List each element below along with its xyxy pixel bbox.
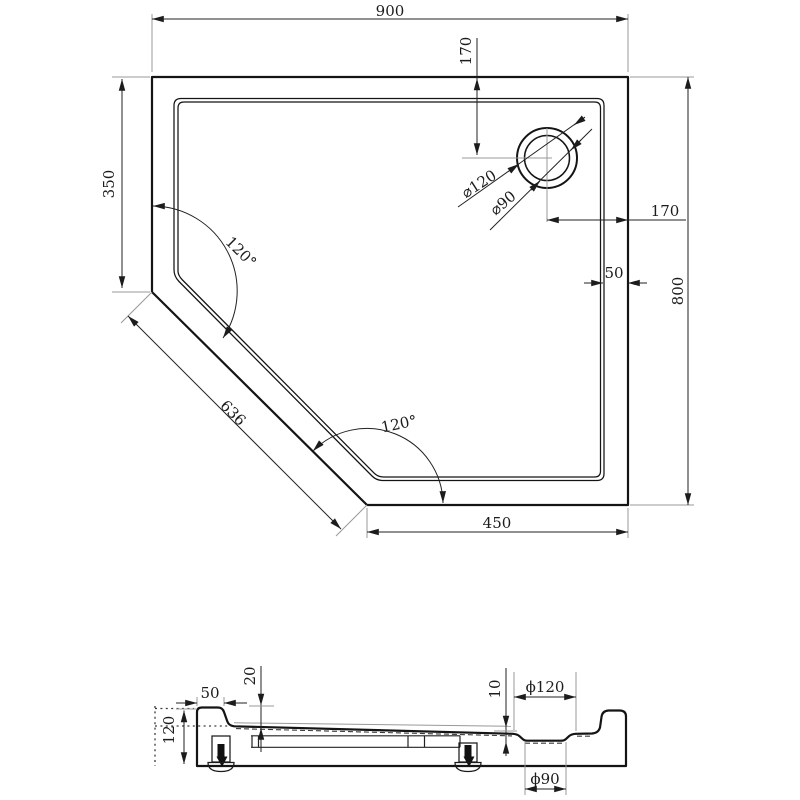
dim-overall-height: 800 bbox=[669, 77, 692, 505]
sec-dim-rim-width: 50 bbox=[176, 684, 247, 707]
sec-dim-total-height: 120 bbox=[160, 708, 197, 764]
tray-outer-outline bbox=[150, 75, 630, 507]
foot-left bbox=[207, 735, 235, 773]
dim-left-edge: 350 bbox=[100, 79, 126, 288]
angle-dim-bottom: 120° bbox=[312, 411, 447, 504]
dim-overall-height-label: 800 bbox=[669, 277, 687, 306]
angle-dim-bottom-label: 120° bbox=[379, 411, 418, 436]
dim-bottom-edge: 450 bbox=[367, 514, 628, 536]
dim-drain-offset-right: 170 bbox=[547, 202, 686, 224]
dim-left-edge-label: 350 bbox=[100, 170, 118, 199]
dim-bottom-edge-label: 450 bbox=[483, 514, 512, 532]
dim-diagonal-edge: 636 bbox=[127, 315, 342, 530]
drain-dia-outer-label: ⌀120 bbox=[458, 166, 499, 202]
section-back-edge-line bbox=[233, 722, 512, 727]
dim-overall-width: 900 bbox=[152, 2, 628, 23]
dim-drain-offset-right-label: 170 bbox=[651, 202, 680, 220]
sec-dim-recess-dia-label: ϕ120 bbox=[526, 678, 565, 696]
sec-dim-waste-dia-label: ϕ90 bbox=[530, 770, 559, 788]
sec-dim-waste-dia: ϕ90 bbox=[524, 742, 567, 795]
section-view: 50 20 120 10 ϕ120 bbox=[154, 666, 628, 795]
dim-drain-offset-top-label: 170 bbox=[457, 37, 475, 66]
floor-texture-dashes bbox=[235, 728, 592, 744]
foot-right bbox=[454, 742, 482, 773]
sec-dim-rim-height: 20 bbox=[241, 666, 274, 752]
top-view: 900 170 170 50 800 350 bbox=[100, 2, 694, 538]
dim-overall-width-label: 900 bbox=[376, 2, 405, 20]
sec-dim-rim-width-label: 50 bbox=[200, 684, 219, 702]
drain-dia-inner-label: ⌀90 bbox=[486, 187, 519, 219]
sec-dim-total-height-label: 120 bbox=[160, 716, 178, 745]
support-frame bbox=[251, 735, 461, 748]
dim-drain-offset-top: 170 bbox=[457, 37, 481, 155]
sec-dim-recess-depth-label: 10 bbox=[486, 679, 504, 698]
dim-diagonal-edge-label: 636 bbox=[217, 397, 250, 430]
dim-rim-width-label: 50 bbox=[604, 264, 623, 282]
section-outline bbox=[195, 706, 628, 768]
angle-dim-top: 120° bbox=[152, 202, 260, 339]
sec-dim-recess-depth: 10 bbox=[486, 668, 517, 756]
sec-dim-recess-dia: ϕ120 bbox=[513, 672, 577, 731]
sec-dim-rim-height-label: 20 bbox=[241, 666, 259, 685]
dim-rim-width: 50 bbox=[584, 264, 647, 287]
